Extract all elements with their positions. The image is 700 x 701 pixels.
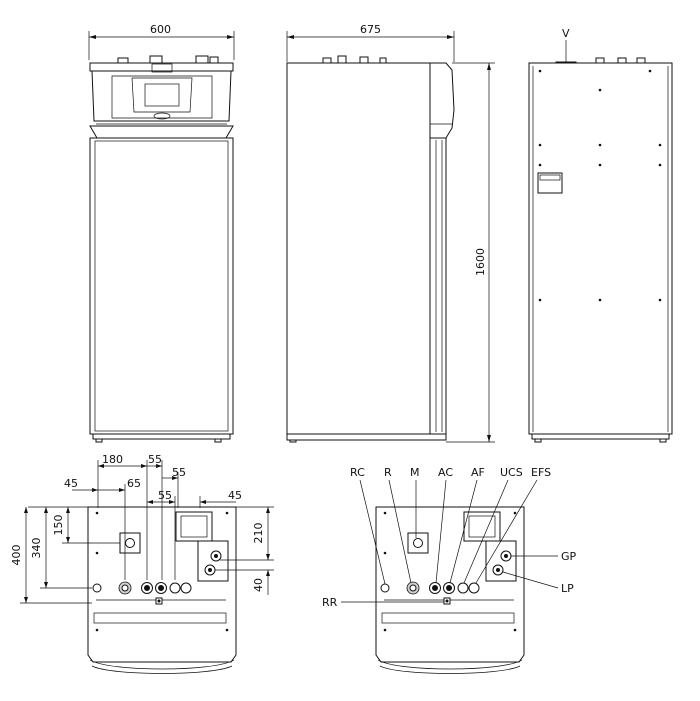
label-R: R (384, 466, 392, 479)
label-RC: RC (350, 466, 365, 479)
bottom-view-connections: RC R M AC AF UCS EFS GP LP RR (322, 466, 577, 674)
dim-65-label: 65 (127, 477, 141, 490)
dim-600-label: 600 (150, 23, 171, 36)
dim-55a-label: 55 (148, 453, 162, 466)
dim-55b-label: 55 (172, 466, 186, 479)
bottom-view-dimensions: 180 55 55 45 65 55 45 400 (10, 453, 274, 674)
control-panel (91, 70, 232, 122)
dim-340-label: 340 (30, 538, 43, 559)
dim-675-label: 675 (360, 23, 381, 36)
rear-panel (528, 62, 673, 435)
front-view: 600 (88, 23, 235, 443)
label-LP: LP (561, 582, 574, 595)
label-EFS: EFS (531, 466, 551, 479)
dim-210-label: 210 (252, 523, 265, 544)
label-GP: GP (561, 550, 577, 563)
dim-55c-label: 55 (158, 489, 172, 502)
label-UCS: UCS (500, 466, 523, 479)
label-M: M (410, 466, 420, 479)
dim-45b-label: 45 (228, 489, 242, 502)
side-view: 675 1600 (286, 23, 495, 443)
label-AC: AC (438, 466, 453, 479)
rear-view: V (528, 27, 673, 443)
dim-40-label: 40 (252, 578, 265, 592)
side-panel (286, 62, 431, 435)
dim-150-label: 150 (52, 515, 65, 536)
dim-180-label: 180 (102, 453, 123, 466)
label-RR: RR (322, 596, 338, 609)
brand-logo (153, 112, 171, 120)
rating-plate (537, 172, 563, 194)
label-V: V (562, 27, 570, 40)
label-AF: AF (471, 466, 485, 479)
dim-1600-label: 1600 (474, 248, 487, 276)
front-door (89, 137, 234, 435)
dim-400-label: 400 (10, 545, 23, 566)
dim-45a-label: 45 (64, 477, 78, 490)
